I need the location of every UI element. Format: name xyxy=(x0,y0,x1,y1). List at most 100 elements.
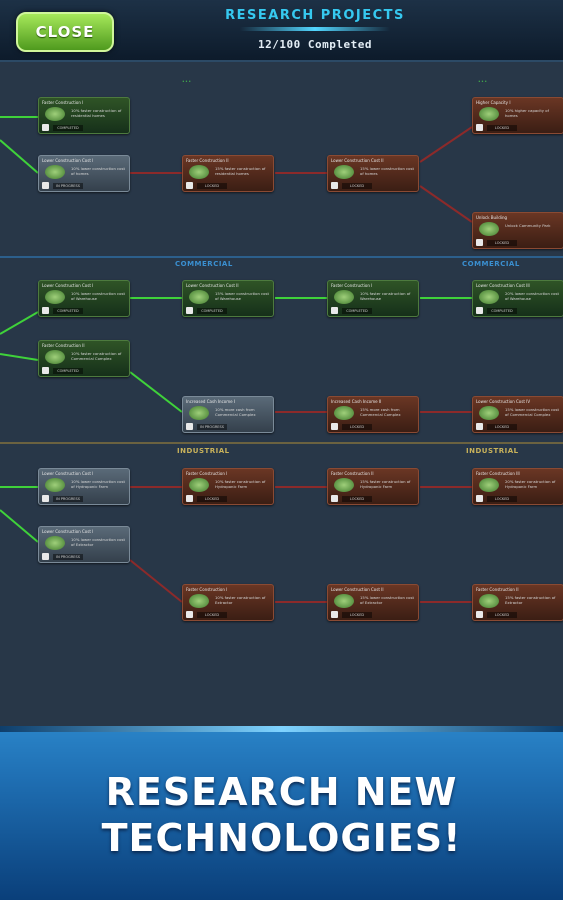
node-status: LOCKED xyxy=(487,496,517,502)
node-status: COMPLETED xyxy=(53,368,83,374)
research-node-i5[interactable]: Lower Construction Cost I 10% lower cons… xyxy=(38,526,130,563)
node-description: Unlock Community Park xyxy=(505,223,551,228)
research-node-c3[interactable]: Faster Construction I 10% faster constru… xyxy=(327,280,419,317)
section-label-residential-right: ... xyxy=(478,76,488,84)
building-icon xyxy=(45,536,65,550)
node-title: Lower Construction Cost I xyxy=(42,283,94,288)
building-icon xyxy=(189,594,209,608)
building-icon xyxy=(45,165,65,179)
title-underline xyxy=(240,27,390,31)
node-description: 20% lower construction cost of Warehouse xyxy=(505,291,559,301)
node-title: Faster Construction II xyxy=(476,587,519,592)
research-node-c5[interactable]: Faster Construction II 10% faster constr… xyxy=(38,340,130,377)
node-description: 10% higher capacity of homes xyxy=(505,108,549,118)
badge-icon xyxy=(42,553,49,560)
link-line xyxy=(0,509,39,543)
building-icon xyxy=(479,107,499,121)
research-node-i8[interactable]: Faster Construction II 15% faster constr… xyxy=(472,584,563,621)
badge-icon xyxy=(186,423,193,430)
research-node-i6[interactable]: Faster Construction I 10% faster constru… xyxy=(182,584,274,621)
research-node-c4[interactable]: Lower Construction Cost III 20% lower co… xyxy=(472,280,563,317)
node-title: Lower Construction Cost I xyxy=(42,158,94,163)
badge-icon xyxy=(42,307,49,314)
research-node-i3[interactable]: Faster Construction II 15% faster constr… xyxy=(327,468,419,505)
research-node-c7[interactable]: Increased Cash Income II 15% more cash f… xyxy=(327,396,419,433)
page-title: RESEARCH PROJECTS xyxy=(225,8,405,23)
node-title: Faster Construction I xyxy=(186,587,228,592)
node-title: Lower Construction Cost III xyxy=(476,283,530,288)
research-node-c8[interactable]: Lower Construction Cost IV 15% lower con… xyxy=(472,396,563,433)
research-node-i1[interactable]: Lower Construction Cost I 10% lower cons… xyxy=(38,468,130,505)
node-description: 10% lower construction cost of Extractor xyxy=(71,537,125,547)
badge-icon xyxy=(42,124,49,131)
node-title: Lower Construction Cost I xyxy=(42,471,94,476)
node-title: Increased Cash Income I xyxy=(186,399,236,404)
building-icon xyxy=(45,290,65,304)
close-button[interactable]: CLOSE xyxy=(16,12,114,52)
building-icon xyxy=(479,478,499,492)
node-description: 15% faster construction of Hydroponic Fa… xyxy=(360,479,411,489)
research-node-r4[interactable]: Lower Construction Cost II 15% lower con… xyxy=(327,155,419,192)
node-title: Increased Cash Income II xyxy=(331,399,382,404)
node-title: Lower Construction Cost II xyxy=(331,158,384,163)
link-line xyxy=(419,126,473,163)
building-icon xyxy=(334,594,354,608)
node-description: 10% lower construction cost of Warehouse xyxy=(71,291,125,301)
progress-counter: 12/100 Completed xyxy=(258,38,372,51)
research-node-r3[interactable]: Faster Construction II 15% faster constr… xyxy=(182,155,274,192)
badge-icon xyxy=(186,307,193,314)
node-description: 15% lower construction cost of Extractor xyxy=(360,595,414,605)
research-node-r6[interactable]: Unlock Building Unlock Community Park LO… xyxy=(472,212,563,249)
divider-commercial xyxy=(0,256,563,258)
lock-icon xyxy=(476,124,483,131)
research-node-i7[interactable]: Lower Construction Cost II 15% lower con… xyxy=(327,584,419,621)
building-icon xyxy=(479,222,499,236)
lock-icon xyxy=(186,611,193,618)
section-label-commercial-left: COMMERCIAL xyxy=(175,260,233,268)
node-status: COMPLETED xyxy=(197,308,227,314)
node-status: LOCKED xyxy=(487,424,517,430)
node-title: Faster Construction I xyxy=(331,283,373,288)
node-title: Faster Construction I xyxy=(186,471,228,476)
building-icon xyxy=(189,478,209,492)
node-description: 10% faster construction of Warehouse xyxy=(360,291,411,301)
node-title: Lower Construction Cost I xyxy=(42,529,94,534)
building-icon xyxy=(45,350,65,364)
building-icon xyxy=(479,290,499,304)
research-node-i4[interactable]: Faster Construction III 20% faster const… xyxy=(472,468,563,505)
node-description: 10% faster construction of Extractor xyxy=(215,595,266,605)
node-status: IN PROGRESS xyxy=(197,424,227,430)
building-icon xyxy=(334,478,354,492)
node-status: LOCKED xyxy=(487,125,517,131)
building-icon xyxy=(479,594,499,608)
research-node-i2[interactable]: Faster Construction I 10% faster constru… xyxy=(182,468,274,505)
node-status: COMPLETED xyxy=(487,308,517,314)
node-status: IN PROGRESS xyxy=(53,554,83,560)
lock-icon xyxy=(186,495,193,502)
node-description: 20% faster construction of Hydroponic Fa… xyxy=(505,479,556,489)
node-title: Unlock Building xyxy=(476,215,508,220)
node-title: Lower Construction Cost II xyxy=(331,587,384,592)
building-icon xyxy=(334,406,354,420)
node-status: LOCKED xyxy=(197,183,227,189)
lock-icon xyxy=(476,239,483,246)
research-node-c1[interactable]: Lower Construction Cost I 10% lower cons… xyxy=(38,280,130,317)
research-node-c6[interactable]: Increased Cash Income I 10% more cash fr… xyxy=(182,396,274,433)
research-tree: ... ... COMMERCIAL COMMERCIAL INDUSTRIAL… xyxy=(0,62,563,726)
section-label-residential-left: ... xyxy=(182,76,192,84)
link-line xyxy=(0,353,39,361)
research-node-r1[interactable]: Faster Construction I 10% faster constru… xyxy=(38,97,130,134)
node-description: 10% more cash from Commercial Complex xyxy=(215,407,256,417)
node-description: 15% faster construction of residential h… xyxy=(215,166,266,176)
section-label-industrial-left: INDUSTRIAL xyxy=(177,447,230,455)
node-status: LOCKED xyxy=(342,424,372,430)
lock-icon xyxy=(186,182,193,189)
section-label-industrial-right: INDUSTRIAL xyxy=(466,447,519,455)
banner-glow-line xyxy=(0,726,563,732)
research-node-c2[interactable]: Lower Construction Cost II 15% lower con… xyxy=(182,280,274,317)
lock-icon xyxy=(331,495,338,502)
research-node-r5[interactable]: Higher Capacity I 10% higher capacity of… xyxy=(472,97,563,134)
node-status: COMPLETED xyxy=(53,125,83,131)
node-status: LOCKED xyxy=(342,183,372,189)
research-node-r2[interactable]: Lower Construction Cost I 10% lower cons… xyxy=(38,155,130,192)
